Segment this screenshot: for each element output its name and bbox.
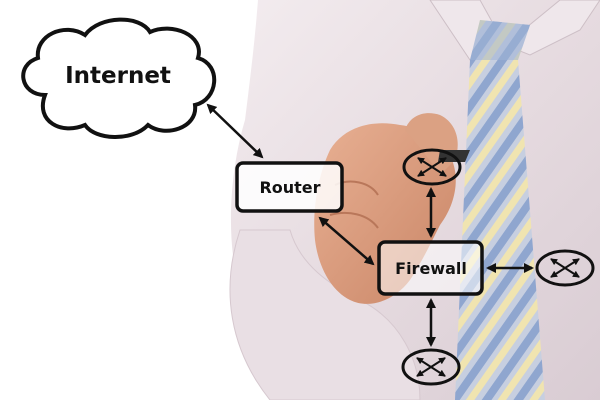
router-node: Router (235, 161, 344, 213)
switch-bottom-ellipse (401, 348, 461, 386)
internet-cloud-node: Internet (21, 17, 217, 139)
router-box (235, 161, 344, 213)
edge-internet-router (206, 103, 264, 159)
tie (455, 20, 545, 400)
router-label: Router (259, 178, 320, 197)
switch-top-ellipse (402, 148, 462, 186)
edge-router-firewall (318, 216, 375, 266)
cloud-shape (21, 17, 217, 139)
switch-top-node (402, 148, 462, 186)
switch-bottom-node (401, 348, 461, 386)
switch-right-ellipse (535, 249, 595, 287)
internet-label: Internet (65, 63, 171, 89)
switch-right-node (535, 249, 595, 287)
firewall-node: Firewall (377, 240, 484, 296)
firewall-box (377, 240, 484, 296)
firewall-label: Firewall (395, 259, 467, 278)
